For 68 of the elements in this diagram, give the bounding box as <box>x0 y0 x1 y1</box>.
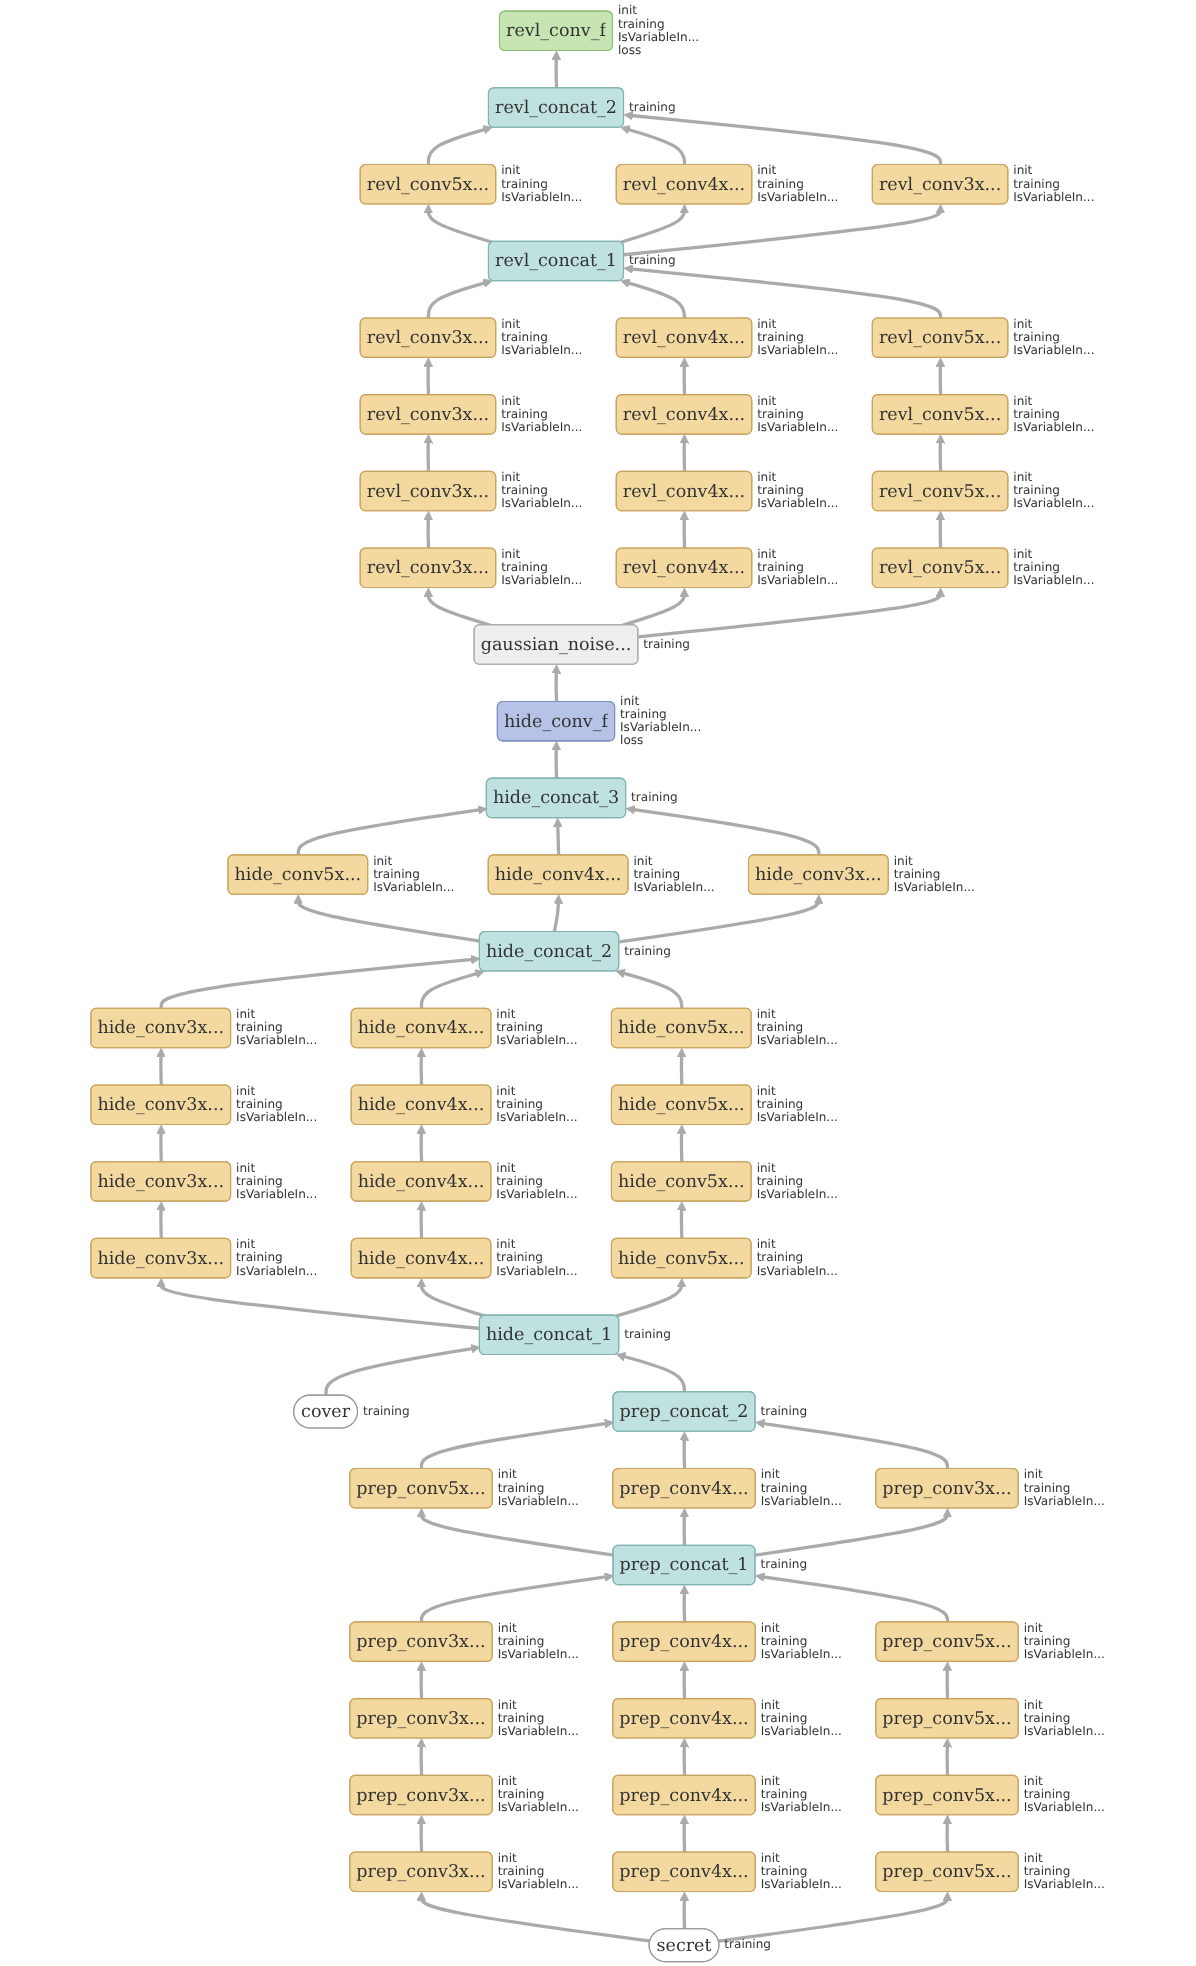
arrow <box>935 357 946 396</box>
arrow <box>423 204 493 244</box>
arrow <box>679 434 690 472</box>
arrow <box>679 1738 690 1776</box>
arrow <box>942 1738 953 1776</box>
arrow <box>679 1661 690 1700</box>
arrow <box>620 125 687 166</box>
arrow <box>623 110 943 166</box>
arrow <box>416 1814 427 1853</box>
arrow <box>296 805 488 856</box>
arrow <box>416 1047 427 1086</box>
arrow <box>623 204 946 257</box>
arrow <box>426 278 493 319</box>
arrow <box>423 434 434 472</box>
arrow <box>416 1124 427 1163</box>
arrow <box>620 204 690 244</box>
arrow <box>615 1277 687 1318</box>
arrow <box>679 1584 690 1623</box>
arrow <box>156 1201 166 1239</box>
arrow <box>416 1738 427 1776</box>
arrow <box>293 894 481 943</box>
arrow <box>755 1572 950 1623</box>
arrow <box>551 741 562 779</box>
arrow <box>676 1201 687 1239</box>
arrow <box>156 1277 481 1331</box>
arrow <box>551 664 562 703</box>
arrow <box>679 1431 690 1470</box>
arrow <box>679 1814 690 1853</box>
arrow <box>416 1201 427 1239</box>
arrow <box>942 1661 953 1700</box>
arrow <box>942 1814 953 1853</box>
arrow <box>324 1344 481 1396</box>
arrow <box>416 1661 427 1700</box>
arrow <box>416 1508 614 1557</box>
arrow <box>159 954 481 1009</box>
arrow <box>619 894 824 944</box>
arrow <box>625 805 821 856</box>
arrow <box>935 434 946 472</box>
arrow <box>426 125 493 166</box>
arrow <box>623 264 943 319</box>
arrow <box>419 1572 614 1623</box>
arrow <box>935 510 946 549</box>
arrow <box>552 894 564 933</box>
arrow <box>679 1891 690 1930</box>
arrow <box>638 587 946 639</box>
arrow <box>423 587 492 627</box>
arrow <box>416 1891 651 1943</box>
arrow <box>679 1508 690 1546</box>
arrow <box>676 1047 687 1086</box>
arrow <box>423 357 434 396</box>
arrow <box>679 357 690 396</box>
arrow <box>416 1277 485 1318</box>
arrow <box>755 1418 950 1470</box>
arrow <box>621 587 690 627</box>
arrow <box>615 968 684 1009</box>
arrow <box>676 1124 687 1163</box>
arrow <box>423 510 434 549</box>
arrow <box>620 278 687 319</box>
arrow <box>553 817 563 856</box>
arrow <box>551 50 562 89</box>
arrow <box>156 1124 166 1163</box>
arrow <box>156 1047 166 1086</box>
arrow <box>679 510 690 549</box>
arrow <box>419 1418 614 1470</box>
arrow <box>419 969 485 1009</box>
arrow <box>616 1352 687 1393</box>
arrow <box>718 1891 953 1943</box>
arrow <box>755 1508 953 1557</box>
